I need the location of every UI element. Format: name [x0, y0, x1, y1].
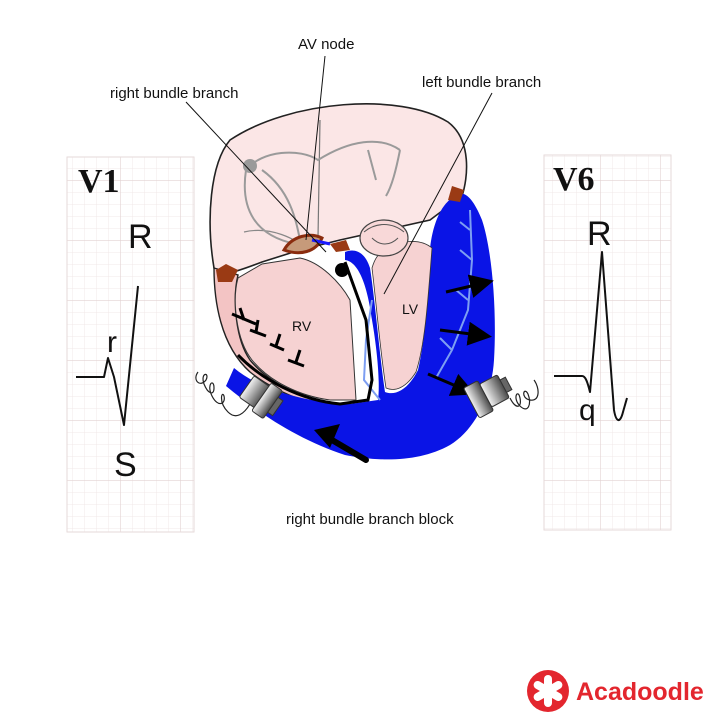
v1-electrode-body	[239, 376, 284, 419]
logo-star-icon	[533, 675, 563, 707]
rbb-leader	[185, 101, 327, 253]
lv-depolarization-arrows	[427, 274, 494, 396]
heart: RV LV	[209, 103, 495, 460]
v6-ecg-panel: V6 R q	[543, 154, 672, 531]
sa-node	[243, 159, 257, 173]
right-bundle-branch-label: right bundle branch	[110, 85, 238, 102]
rv-conduction-arrows	[231, 307, 305, 368]
logo-text: Acadoodle	[576, 678, 704, 706]
av-node-leader	[305, 55, 326, 241]
ring-patch-left	[448, 186, 464, 202]
atrial-conduction-fibers	[243, 140, 401, 245]
atrial-septum	[317, 119, 321, 239]
av-node-label: AV node	[298, 36, 354, 53]
rv-activation-direction-arrow	[314, 424, 369, 463]
v1-ecg-panel: V1 R r S	[66, 156, 195, 533]
v1-S-label: S	[114, 446, 137, 484]
ring-patch-right	[216, 264, 238, 282]
aortic-valve-cusps	[363, 224, 405, 245]
v6-grid	[543, 154, 672, 531]
v1-grid	[66, 156, 195, 533]
ring-patch-septal	[330, 240, 350, 252]
v1-electrode-wire	[195, 371, 251, 417]
caption: right bundle branch block	[286, 511, 454, 528]
v1-title: V1	[78, 163, 120, 200]
v6-R-label: R	[587, 215, 612, 253]
leader-lines	[185, 55, 493, 295]
v6-electrode-wire	[509, 379, 539, 410]
depolarized-region	[226, 193, 495, 460]
lbb-leader	[383, 92, 493, 295]
lv-cavity	[371, 241, 433, 390]
aortic-valve	[359, 219, 409, 257]
v6-electrode-body	[463, 374, 513, 418]
acadoodle-logo: Acadoodle	[527, 670, 704, 712]
v1-R-label: R	[128, 218, 153, 256]
purkinje-fibers	[362, 209, 474, 401]
lv-label: LV	[402, 301, 419, 317]
his-bundle-pathway	[236, 261, 374, 406]
v6-electrode	[463, 374, 539, 418]
his-bundle-node	[335, 263, 349, 277]
rv-label: RV	[292, 318, 312, 334]
v6-q-label: q	[579, 394, 596, 427]
v1-waveform	[76, 285, 139, 426]
left-bundle-branch-label: left bundle branch	[422, 74, 541, 91]
v1-r-label: r	[107, 326, 117, 359]
rv-cavity	[234, 257, 357, 401]
v6-waveform	[554, 251, 628, 421]
v6-title: V6	[553, 161, 595, 198]
v1-electrode	[195, 371, 284, 419]
